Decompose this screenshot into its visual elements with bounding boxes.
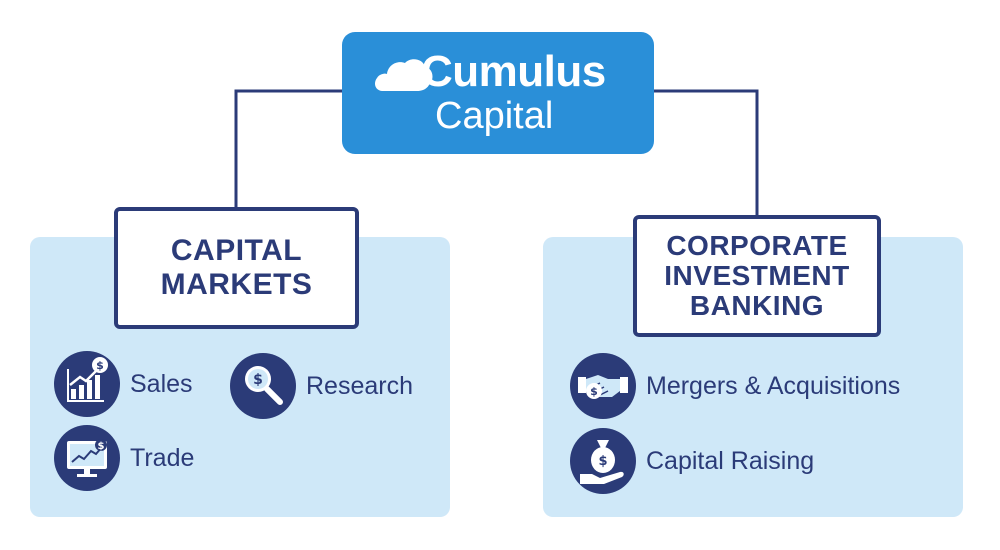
connector-left — [234, 89, 343, 209]
svg-text:$: $ — [98, 441, 105, 452]
research-item: $ Research — [230, 353, 413, 419]
capital-raising-label: Capital Raising — [646, 446, 815, 475]
growth-chart-icon: $ — [54, 351, 120, 417]
magnifier-dollar-icon: $ — [230, 353, 296, 419]
capital-markets-heading: CAPITAL MARKETS — [114, 207, 359, 329]
capital-raising-item: $ Capital Raising — [570, 428, 814, 494]
trade-label: Trade — [130, 443, 195, 472]
brand-name: Cumulus — [421, 47, 606, 96]
cib-heading-text: CORPORATE INVESTMENT BANKING — [664, 230, 850, 321]
sales-label: Sales — [130, 369, 193, 398]
trade-item: $ Trade — [54, 425, 194, 491]
sales-item: $ Sales — [54, 351, 193, 417]
connector-right — [653, 89, 759, 217]
svg-text:$: $ — [598, 454, 607, 469]
mergers-acquisitions-label: Mergers & Acquisitions — [646, 371, 901, 400]
corporate-investment-banking-heading: CORPORATE INVESTMENT BANKING — [633, 215, 881, 337]
mergers-acquisitions-item: $ Mergers & Acquisitions — [570, 353, 900, 419]
svg-text:$: $ — [253, 372, 263, 388]
root-node: Cumulus Capital — [343, 33, 653, 153]
handshake-dollar-icon: $ — [570, 353, 636, 419]
trade-monitor-icon: $ — [54, 425, 120, 491]
cloud-icon — [375, 59, 433, 91]
money-bag-hand-icon: $ — [570, 428, 636, 494]
svg-text:$: $ — [590, 385, 598, 398]
research-label: Research — [306, 371, 413, 400]
brand-subtitle: Capital — [435, 95, 554, 137]
capital-markets-heading-text: CAPITAL MARKETS — [160, 234, 313, 301]
svg-text:$: $ — [96, 359, 104, 372]
cumulus-capital-logo: Cumulus Capital — [373, 47, 643, 147]
